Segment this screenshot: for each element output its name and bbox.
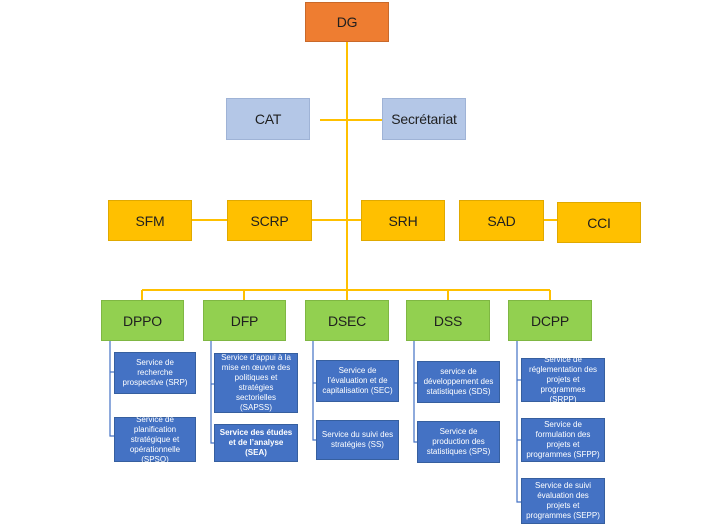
srh-box: SRH: [361, 200, 445, 241]
unit-sapss: Service d’appui à la mise en œuvre des p…: [214, 353, 298, 413]
unit-sps: Service de production des statistiques (…: [417, 421, 500, 463]
secretariat-box: Secrétariat: [382, 98, 466, 140]
cci-box: CCI: [557, 202, 641, 243]
unit-spso: Service de planification stratégique et …: [114, 415, 196, 464]
dcpp-box: DCPP: [508, 300, 592, 341]
cat-box: CAT: [226, 98, 310, 140]
unit-srp: Service de recherche prospective (SRP): [114, 352, 196, 394]
dg-box: DG: [305, 2, 389, 42]
unit-sfpp: Service de formulation des projets et pr…: [521, 418, 605, 462]
dppo-unit-connector: [109, 341, 114, 437]
dfp-box: DFP: [203, 300, 286, 341]
sub-unit-connectors: [109, 341, 521, 503]
unit-srpp: Service de réglementation des projets et…: [521, 355, 605, 404]
sfm-box: SFM: [108, 200, 192, 241]
sad-box: SAD: [459, 200, 544, 241]
scrp-box: SCRP: [227, 200, 312, 241]
dss-unit-connector: [413, 341, 417, 443]
dfp-unit-connector: [210, 341, 214, 444]
unit-sea: Service des études et de l’analyse (SEA): [214, 424, 298, 462]
unit-sepp: Service de suivi évaluation des projets …: [521, 478, 605, 524]
unit-sds: service de développement des statistique…: [417, 361, 500, 403]
unit-sec: Service de l’évaluation et de capitalisa…: [316, 360, 399, 402]
dsec-unit-connector: [312, 341, 316, 441]
dcpp-unit-connector: [516, 341, 521, 503]
dppo-box: DPPO: [101, 300, 184, 341]
dsec-box: DSEC: [305, 300, 389, 341]
dss-box: DSS: [406, 300, 490, 341]
unit-ss: Service du suivi des stratégies (SS): [316, 420, 399, 460]
